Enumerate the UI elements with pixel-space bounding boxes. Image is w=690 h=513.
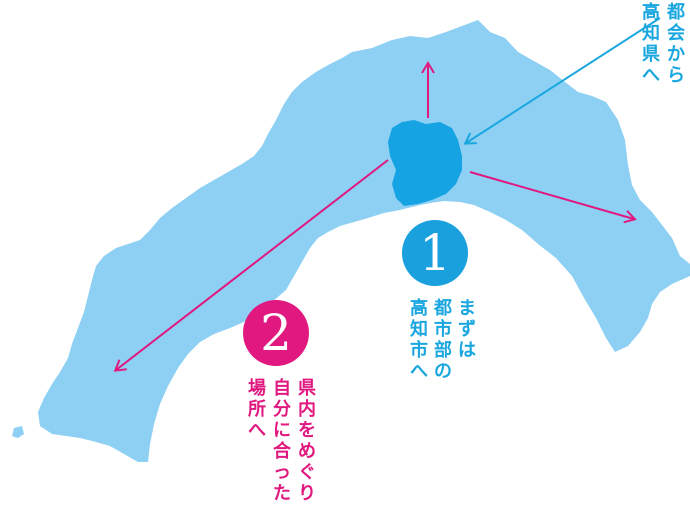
caption-glyph: め — [298, 441, 317, 462]
caption-glyph: 内 — [298, 399, 317, 420]
caption-glyph: 所 — [248, 399, 267, 420]
caption-glyph: 部 — [434, 340, 453, 361]
caption-glyph: 高 — [410, 298, 429, 319]
caption-glyph: 知 — [642, 23, 661, 44]
caption-glyph: ま — [458, 298, 477, 319]
intro-caption-column-2: 高知県へ — [642, 2, 661, 86]
step-2-badge: 2 — [243, 300, 309, 366]
caption-glyph: へ — [248, 420, 267, 441]
step-1-caption-column-1: まずは — [458, 298, 477, 361]
caption-glyph: 県 — [642, 44, 661, 65]
arrow-east — [469, 171, 637, 224]
caption-glyph: ぐ — [298, 462, 317, 483]
step-1-badge: 1 — [402, 220, 468, 286]
caption-glyph: 市 — [410, 340, 429, 361]
intro-caption-column-1: 都会から — [667, 2, 686, 86]
step-2-caption-column-2: 自分に合った — [273, 378, 292, 504]
caption-glyph: 場 — [248, 378, 267, 399]
arrow-southwest — [113, 159, 389, 372]
caption-glyph: ず — [458, 319, 477, 340]
caption-glyph: へ — [642, 65, 661, 86]
caption-glyph: の — [434, 361, 453, 382]
island-shape — [12, 426, 24, 438]
caption-glyph: 高 — [642, 2, 661, 23]
caption-glyph: り — [298, 483, 317, 504]
caption-glyph: っ — [273, 462, 292, 483]
arrow-into-kochi — [463, 17, 661, 145]
step-2-caption-column-1: 県内をめぐり — [298, 378, 317, 504]
caption-glyph: へ — [410, 361, 429, 382]
step-2-caption-column-3: 場所へ — [248, 378, 267, 441]
caption-glyph: に — [273, 420, 292, 441]
caption-glyph: ら — [667, 65, 686, 86]
caption-glyph: か — [667, 44, 686, 65]
caption-glyph: 都 — [434, 298, 453, 319]
caption-glyph: 都 — [667, 2, 686, 23]
caption-glyph: 県 — [298, 378, 317, 399]
kochi-prefecture-shape — [38, 20, 690, 462]
caption-glyph: 会 — [667, 23, 686, 44]
caption-glyph: た — [273, 483, 292, 504]
step-1-caption-column-3: 高知市へ — [410, 298, 429, 382]
caption-glyph: 知 — [410, 319, 429, 340]
caption-glyph: 分 — [273, 399, 292, 420]
caption-glyph: 自 — [273, 378, 292, 399]
caption-glyph: は — [458, 340, 477, 361]
kochi-city-shape — [388, 120, 462, 206]
caption-glyph: を — [298, 420, 317, 441]
step-1-caption-column-2: 都市部の — [434, 298, 453, 382]
caption-glyph: 市 — [434, 319, 453, 340]
caption-glyph: 合 — [273, 441, 292, 462]
